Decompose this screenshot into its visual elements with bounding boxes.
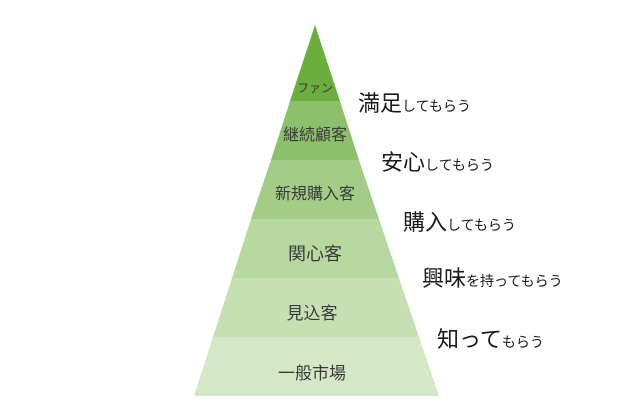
tier-label-general-market: 一般市場 <box>278 364 346 384</box>
tier-label-prospect: 見込客 <box>286 304 338 324</box>
goal-emphasis: 満足 <box>358 92 403 117</box>
goal-rest: してもらう <box>402 99 471 115</box>
goal-rest: してもらう <box>425 158 494 174</box>
tier-general-market <box>194 337 439 396</box>
goal-rest: もらう <box>501 335 544 351</box>
goal-emphasis: 知って <box>437 328 502 353</box>
goal-emphasis: 興味 <box>422 267 467 292</box>
goal-rest: してもらう <box>447 218 516 234</box>
tier-prospect <box>213 278 419 337</box>
tier-label-repeat-customer: 継続顧客 <box>282 125 348 144</box>
goal-emphasis: 安心 <box>381 151 426 176</box>
goal-interest: 興味を持ってもらう <box>422 261 563 293</box>
tier-interested <box>232 219 399 278</box>
goal-rest: を持ってもらう <box>466 274 563 290</box>
tier-fan <box>290 25 340 101</box>
goal-awareness: 知ってもらう <box>437 322 544 354</box>
tier-label-new-customer: 新規購入客 <box>274 184 356 203</box>
goal-reassured: 安心してもらう <box>381 145 494 177</box>
tier-repeat-customer <box>271 101 359 160</box>
tier-label-interested: 関心客 <box>288 244 342 265</box>
goal-emphasis: 購入 <box>403 211 448 236</box>
tier-label-fan: ファン <box>296 81 334 95</box>
goal-satisfied: 満足してもらう <box>358 86 471 118</box>
tier-new-customer <box>251 160 379 219</box>
goal-purchase: 購入してもらう <box>403 205 516 237</box>
